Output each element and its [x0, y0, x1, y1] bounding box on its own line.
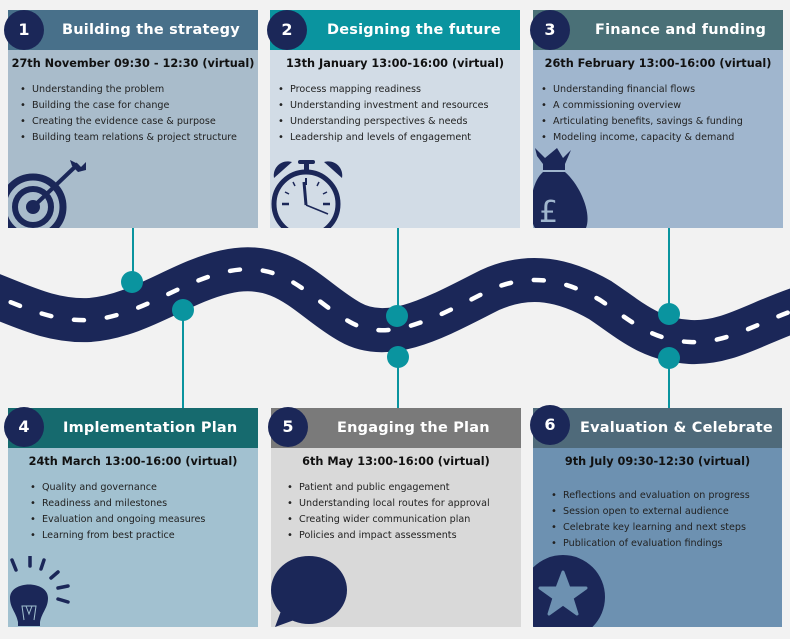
- topic-item: Understanding perspectives & needs: [278, 114, 489, 130]
- stage-topics: Patient and public engagement Understand…: [287, 480, 490, 544]
- target-icon: [8, 160, 86, 228]
- topic-item: Quality and governance: [30, 480, 205, 496]
- stage-card-1: Building the strategy 27th November 09:3…: [8, 10, 258, 228]
- topic-item: Creating the evidence case & purpose: [20, 114, 237, 130]
- topic-item: Session open to external audience: [551, 504, 750, 520]
- stage-title: Implementation Plan: [63, 420, 238, 436]
- connector-dot-4: [172, 299, 194, 321]
- stage-card-2: Designing the future 13th January 13:00-…: [270, 10, 520, 228]
- stage-header: [8, 10, 258, 50]
- topic-item: Learning from best practice: [30, 528, 205, 544]
- connector-dot-2: [386, 305, 408, 327]
- topic-item: Reflections and evaluation on progress: [551, 488, 750, 504]
- stage-number-badge-1: 1: [4, 10, 44, 50]
- stage-card-4: Implementation Plan 24th March 13:00-16:…: [8, 408, 258, 627]
- topic-item: Building the case for change: [20, 98, 237, 114]
- road-lane-markings: [0, 266, 790, 345]
- topic-item: Readiness and milestones: [30, 496, 205, 512]
- topic-item: Building team relations & project struct…: [20, 130, 237, 146]
- connector-dot-3: [658, 303, 680, 325]
- topic-item: Understanding the problem: [20, 82, 237, 98]
- stage-number-badge-5: 5: [268, 407, 308, 447]
- topic-item: Patient and public engagement: [287, 480, 490, 496]
- stage-title: Building the strategy: [62, 22, 240, 38]
- topic-item: Understanding financial flows: [541, 82, 743, 98]
- stage-header: [533, 408, 782, 448]
- stage-date: 13th January 13:00-16:00 (virtual): [285, 57, 505, 70]
- speech-bubble-icon: [271, 556, 347, 627]
- topic-item: A commissioning overview: [541, 98, 743, 114]
- topic-item: Evaluation and ongoing measures: [30, 512, 205, 528]
- stage-date: 9th July 09:30-12:30 (virtual): [564, 455, 751, 468]
- stage-number-badge-4: 4: [4, 407, 44, 447]
- topic-item: Policies and impact assessments: [287, 528, 490, 544]
- alarm-clock-icon: [271, 160, 343, 228]
- topic-item: Articulating benefits, savings & funding: [541, 114, 743, 130]
- stage-title: Finance and funding: [595, 22, 767, 38]
- stage-date: 24th March 13:00-16:00 (virtual): [28, 455, 238, 468]
- stage-header: [533, 10, 783, 50]
- svg-text:£: £: [539, 195, 558, 228]
- connector-dots: [121, 271, 680, 369]
- connector-dot-1: [121, 271, 143, 293]
- topic-item: Process mapping readiness: [278, 82, 489, 98]
- stage-header: [271, 408, 521, 448]
- lightbulb-icon: [10, 556, 70, 626]
- stage-card-3: Finance and funding 26th February 13:00-…: [533, 10, 783, 228]
- stage-date: 6th May 13:00-16:00 (virtual): [302, 455, 490, 468]
- topic-item: Modeling income, capacity & demand: [541, 130, 743, 146]
- topic-item: Celebrate key learning and next steps: [551, 520, 750, 536]
- stage-card-6: Evaluation & Celebrate 9th July 09:30-12…: [533, 408, 782, 627]
- topic-item: Understanding investment and resources: [278, 98, 489, 114]
- topic-item: Creating wider communication plan: [287, 512, 490, 528]
- topic-item: Publication of evaluation findings: [551, 536, 750, 552]
- topic-item: Understanding local routes for approval: [287, 496, 490, 512]
- stage-number-badge-2: 2: [267, 10, 307, 50]
- stage-number-badge-3: 3: [530, 10, 570, 50]
- stage-date: 27th November 09:30 - 12:30 (virtual): [11, 57, 255, 70]
- stage-number-badge-6: 6: [530, 405, 570, 445]
- stage-title: Evaluation & Celebrate: [580, 420, 773, 436]
- star-icon: [533, 555, 605, 627]
- money-bag-pound-icon: £: [533, 148, 588, 228]
- connector-dot-5: [387, 346, 409, 368]
- stage-date: 26th February 13:00-16:00 (virtual): [544, 57, 772, 70]
- stage-topics: Understanding the problem Building the c…: [20, 82, 237, 146]
- connector-dot-6: [658, 347, 680, 369]
- topic-item: Leadership and levels of engagement: [278, 130, 489, 146]
- stage-card-5: Engaging the Plan 6th May 13:00-16:00 (v…: [271, 408, 521, 627]
- stage-topics: Process mapping readiness Understanding …: [278, 82, 489, 146]
- stage-title: Engaging the Plan: [337, 420, 490, 436]
- stage-topics: Reflections and evaluation on progress S…: [551, 488, 750, 552]
- stage-header: [270, 10, 520, 50]
- stage-topics: Quality and governance Readiness and mil…: [30, 480, 205, 544]
- stage-header: [8, 408, 258, 448]
- stage-topics: Understanding financial flows A commissi…: [541, 82, 743, 146]
- stage-title: Designing the future: [327, 22, 501, 38]
